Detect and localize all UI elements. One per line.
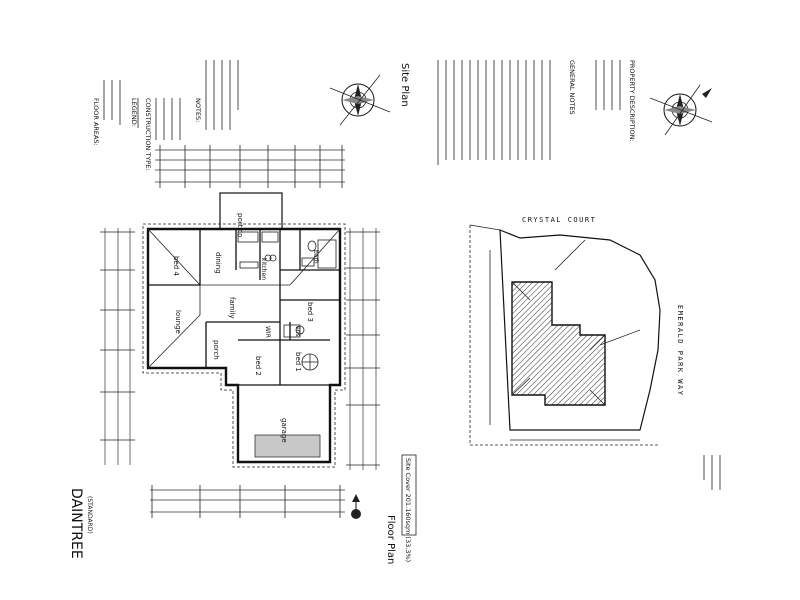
floor-plan-title-block: DAINTREE (STANDARD) Floor Plan Site Cove… [68,454,417,564]
room-label-bed4: bed 4 [172,256,180,276]
room-label-bed1: bed 1 [294,352,302,372]
lot-boundary [469,224,661,446]
kitchen-fixtures [237,231,279,269]
site-legend [703,455,721,490]
floor-plan-right-dimensions [346,228,380,470]
legend-heading: LEGEND: [130,98,138,127]
floor-plan-left-dimensions [100,228,135,465]
room-label-kitchen: kitchen [260,258,267,280]
room-label-family: family [228,297,236,319]
room-labels: portico bed 4 dining lounge family kitch… [172,213,319,443]
site-plan-title: Site Plan [399,63,410,107]
floor-plan-bottom-dimensions [150,485,345,518]
room-label-garage: garage [280,418,288,443]
general-notes-block: GENERAL NOTES [437,60,576,165]
room-label-portico: portico [236,213,244,237]
floor-areas-block: FLOOR AREAS: CONSTRUCTION TYPE: LEGEND: … [92,60,239,171]
general-notes-heading: GENERAL NOTES [568,60,576,115]
property-description-block: PROPERTY DESCRIPTION: [595,60,636,142]
room-label-lounge: lounge [174,310,182,334]
compass-rose-icon-2 [649,84,713,136]
garage-car-outline [254,434,321,458]
street-label-emerald-park-way: EMERALD PARK WAY [676,305,684,396]
bath-fixtures [301,239,337,269]
ensuite-fixtures [283,324,305,338]
ceiling-fan-icon [301,353,319,371]
plan-title: DAINTREE [68,488,84,559]
floor-areas-heading: FLOOR AREAS: [92,98,100,146]
floor-plan-top-dimensions [155,145,345,188]
floor-plan-caption: Floor Plan [385,515,396,564]
street-label-crystal-court: CRYSTAL COURT [522,216,596,224]
site-cover: Site Cover 201.160sqm (33.3%) [404,458,412,562]
site-dimensions [489,239,641,441]
house-footprint [511,281,606,406]
plan-subtitle: (STANDARD) [86,496,93,534]
room-label-bed3: bed 3 [306,302,314,322]
compass-rose-icon [329,74,391,126]
notes-heading: NOTES: [194,98,202,122]
room-label-dining: dining [214,252,222,274]
room-label-porch: porch [212,340,220,360]
room-label-bath: bath [312,250,319,264]
property-description-heading: PROPERTY DESCRIPTION: [628,60,636,142]
floor-plan-walls [142,223,346,468]
room-label-wir: WIR [264,326,271,338]
room-label-bed2: bed 2 [254,356,262,376]
construction-heading: CONSTRUCTION TYPE: [144,98,152,171]
room-label-ens: ens [294,326,301,337]
north-arrow-icon [351,494,361,519]
floor-plan-partitions [148,229,340,386]
